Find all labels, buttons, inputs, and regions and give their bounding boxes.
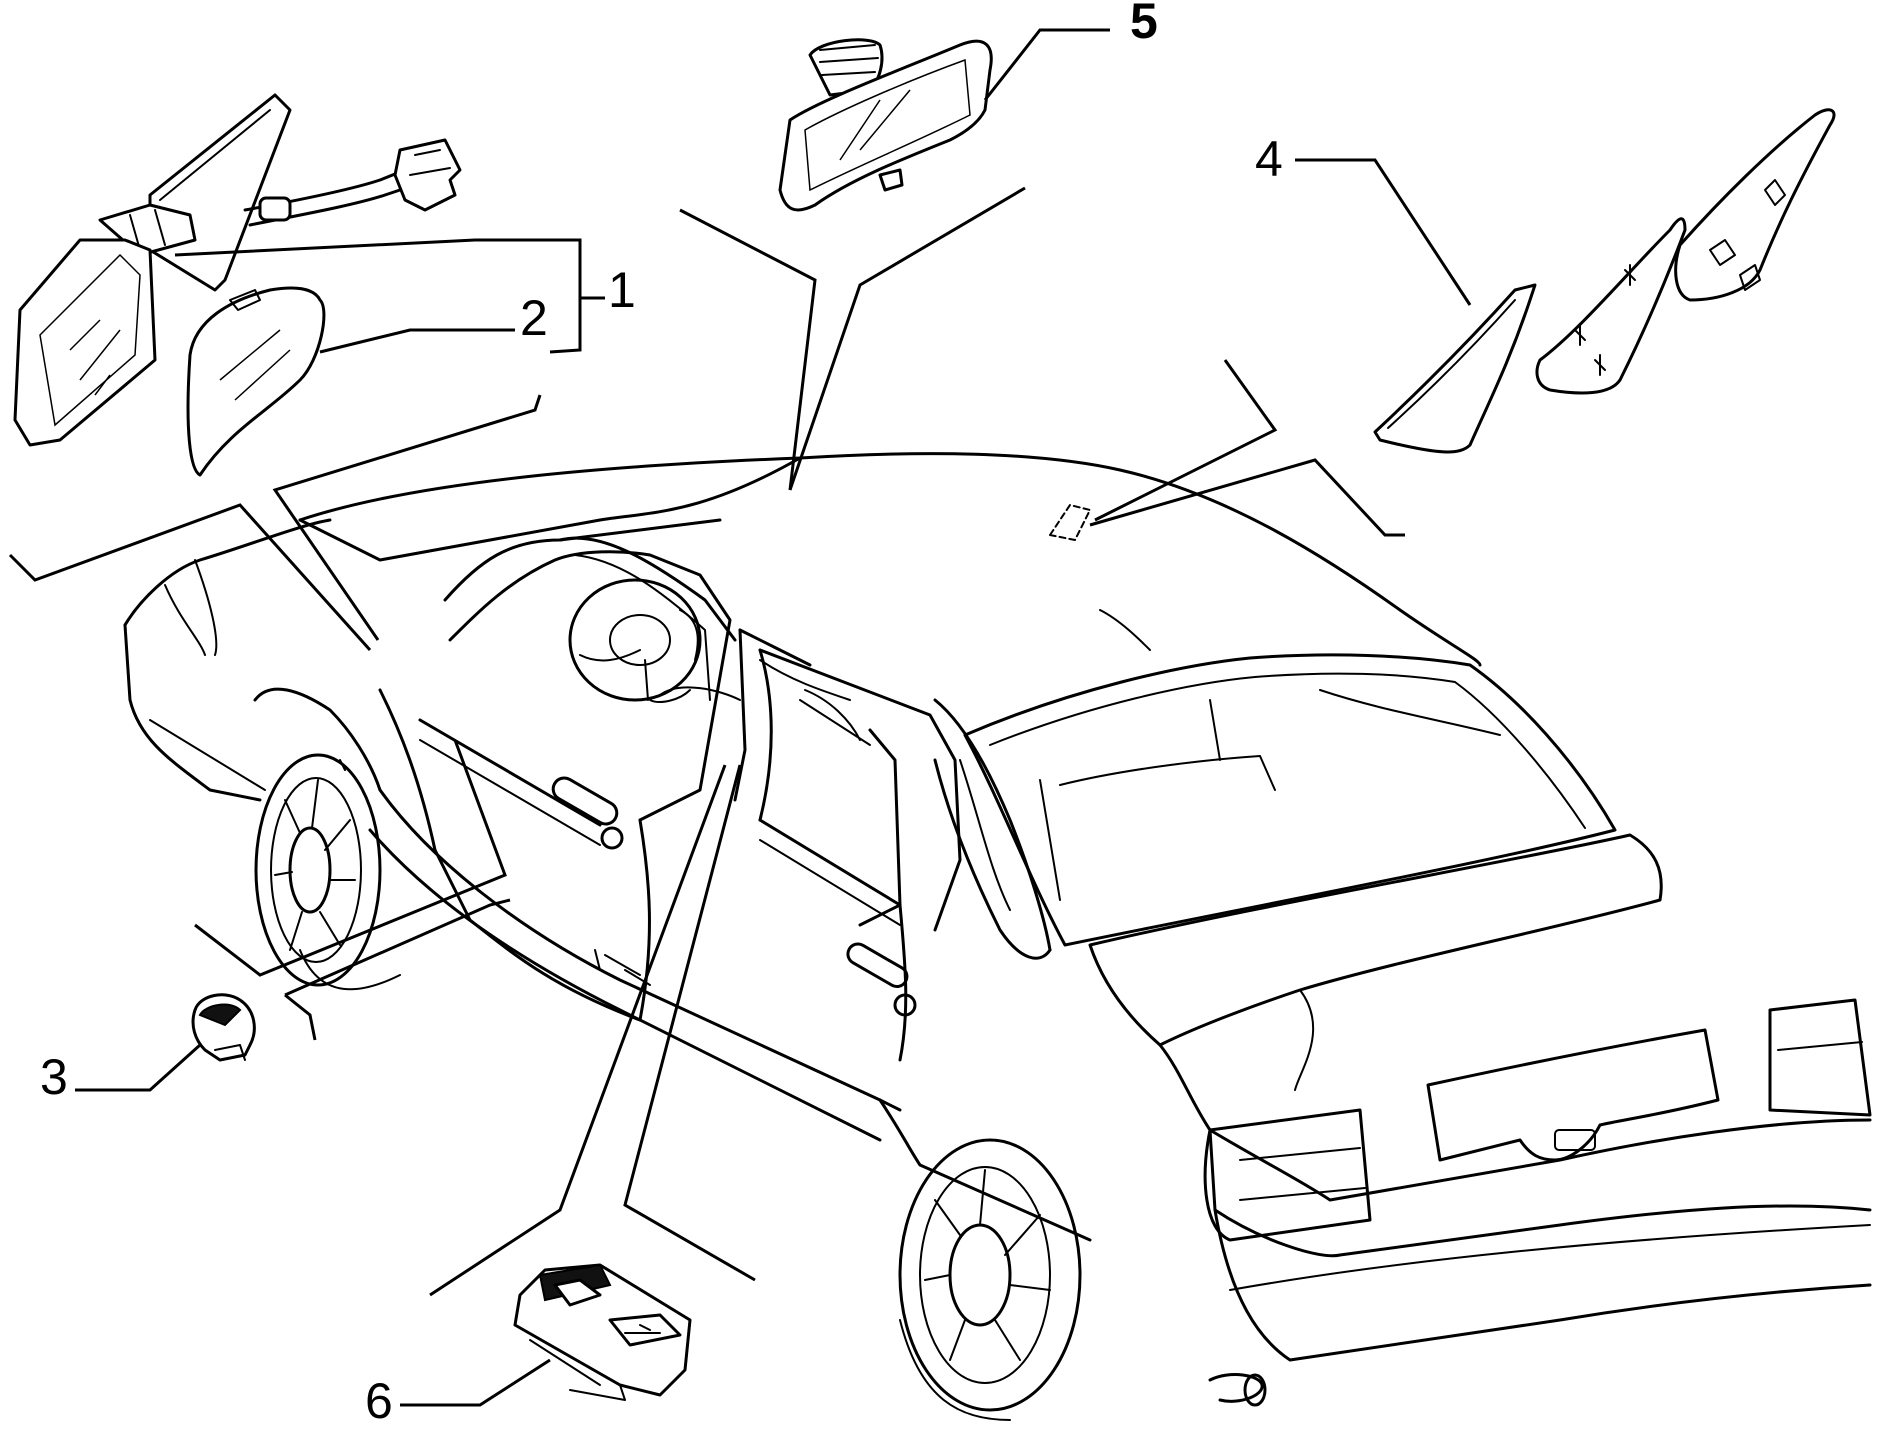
- quarter-inner-panel: [1674, 108, 1836, 302]
- exterior-mirror-assembly: [13, 93, 462, 447]
- callout-1: 1: [608, 262, 636, 318]
- callout-5: 5: [1130, 0, 1158, 49]
- quarter-glass-part: [1373, 283, 1537, 454]
- callout-3: 3: [40, 1049, 68, 1105]
- rear-badge-icon: [1554, 1129, 1596, 1151]
- callout-2: 2: [520, 290, 548, 346]
- sedan-car-illustration: [123, 452, 1872, 1421]
- callout-4: 4: [1255, 131, 1283, 187]
- leader-lines: [8, 28, 1472, 1407]
- switch-unit-part: [513, 1263, 692, 1401]
- quarter-glass-location-outline: [1049, 504, 1091, 541]
- mirror-glass-part: [186, 286, 326, 477]
- front-wheel: [254, 753, 401, 991]
- interior-mirror-part: [778, 38, 993, 212]
- quarter-trim-panel: [1535, 217, 1687, 395]
- mirror-clip-part: [191, 993, 256, 1062]
- front-door-handle: [551, 776, 624, 850]
- steering-wheel: [568, 578, 702, 703]
- callout-6: 6: [365, 1373, 393, 1429]
- rear-wheel: [898, 1138, 1082, 1421]
